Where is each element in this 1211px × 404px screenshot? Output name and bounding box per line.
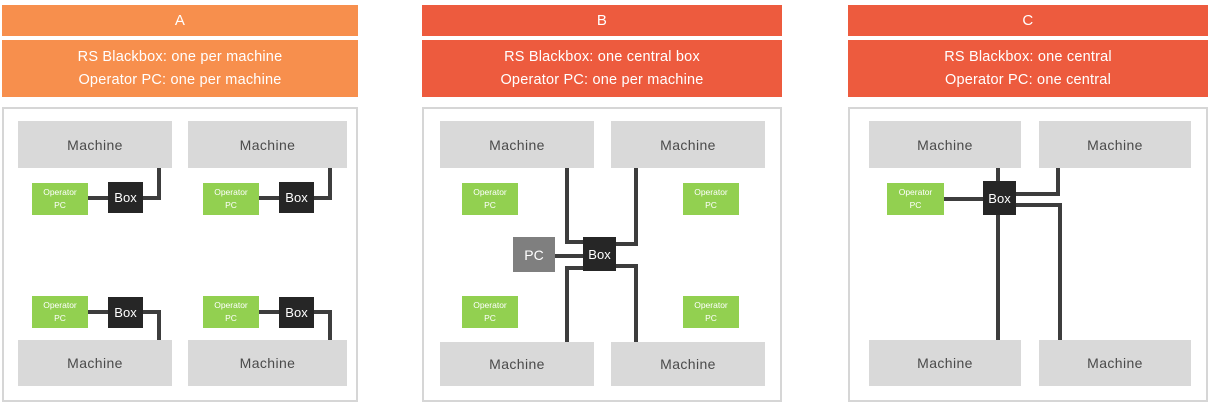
panel-c-subtitle-line2: Operator PC: one central bbox=[945, 71, 1111, 88]
panel-c-subtitle-line1: RS Blackbox: one central bbox=[944, 49, 1112, 66]
connector-line bbox=[259, 310, 279, 314]
operator-pc-label: PC bbox=[484, 200, 496, 210]
panel-b-header: B bbox=[422, 5, 782, 36]
connector-line bbox=[565, 168, 569, 244]
connector-line bbox=[1056, 168, 1060, 196]
connector-line bbox=[88, 310, 108, 314]
panel-b: B RS Blackbox: one central box Operator … bbox=[422, 5, 782, 402]
connector-line bbox=[88, 196, 108, 200]
connector-line bbox=[565, 266, 583, 270]
operator-pc-label: PC bbox=[705, 313, 717, 323]
operator-pc-label: PC bbox=[54, 200, 66, 210]
connector-line bbox=[143, 310, 161, 314]
panel-c-diagram: Machine Machine Machine Machine Operator… bbox=[848, 107, 1208, 402]
operator-pc-label: PC bbox=[54, 313, 66, 323]
machine-node: Machine bbox=[440, 342, 594, 386]
connector-line bbox=[1016, 192, 1060, 196]
connector-line bbox=[328, 168, 332, 200]
operator-pc-label: Operator bbox=[214, 299, 248, 310]
machine-node: Machine bbox=[188, 340, 347, 386]
operator-pc-label: PC bbox=[225, 200, 237, 210]
connector-line bbox=[616, 264, 638, 268]
machine-node: Machine bbox=[18, 340, 172, 386]
operator-pc-node: Operator PC bbox=[683, 296, 739, 328]
connector-line bbox=[565, 240, 583, 244]
blackbox-node: Box bbox=[108, 182, 143, 213]
operator-pc-label: PC bbox=[484, 313, 496, 323]
machine-node: Machine bbox=[611, 342, 765, 386]
machine-node: Machine bbox=[1039, 121, 1191, 168]
panel-c: C RS Blackbox: one central Operator PC: … bbox=[848, 5, 1208, 402]
machine-node: Machine bbox=[18, 121, 172, 168]
connector-line bbox=[157, 168, 161, 200]
operator-pc-node: Operator PC bbox=[462, 183, 518, 215]
connector-line bbox=[634, 264, 638, 342]
operator-pc-node: Operator PC bbox=[32, 183, 88, 215]
operator-pc-node: Operator PC bbox=[203, 296, 259, 328]
panel-c-subtitle: RS Blackbox: one central Operator PC: on… bbox=[848, 40, 1208, 97]
blackbox-node: Box bbox=[983, 181, 1016, 215]
panel-a: A RS Blackbox: one per machine Operator … bbox=[2, 5, 358, 402]
panel-b-subtitle-line2: Operator PC: one per machine bbox=[500, 71, 704, 88]
panel-a-header: A bbox=[2, 5, 358, 36]
machine-node: Machine bbox=[1039, 340, 1191, 386]
connector-line bbox=[143, 196, 161, 200]
operator-pc-label: Operator bbox=[43, 299, 77, 310]
connector-line bbox=[1016, 203, 1062, 207]
connector-line bbox=[996, 168, 1000, 181]
connector-line bbox=[555, 254, 583, 258]
operator-pc-label: Operator bbox=[473, 299, 507, 310]
connector-line bbox=[314, 310, 332, 314]
blackbox-node: Box bbox=[108, 297, 143, 328]
operator-pc-label: Operator bbox=[694, 299, 728, 310]
operator-pc-node: Operator PC bbox=[203, 183, 259, 215]
machine-node: Machine bbox=[440, 121, 594, 168]
operator-pc-label: Operator bbox=[43, 186, 77, 197]
panel-c-header: C bbox=[848, 5, 1208, 36]
operator-pc-label: Operator bbox=[214, 186, 248, 197]
panel-a-subtitle-line1: RS Blackbox: one per machine bbox=[77, 49, 283, 66]
operator-pc-label: PC bbox=[225, 313, 237, 323]
connector-line bbox=[328, 310, 332, 340]
panel-a-subtitle: RS Blackbox: one per machine Operator PC… bbox=[2, 40, 358, 97]
panel-b-subtitle-line1: RS Blackbox: one central box bbox=[504, 49, 700, 66]
operator-pc-label: Operator bbox=[898, 186, 933, 197]
operator-pc-label: PC bbox=[909, 200, 922, 210]
panel-b-subtitle: RS Blackbox: one central box Operator PC… bbox=[422, 40, 782, 97]
connector-line bbox=[565, 266, 569, 342]
machine-node: Machine bbox=[611, 121, 765, 168]
connector-line bbox=[944, 197, 983, 201]
operator-pc-node: Operator PC bbox=[462, 296, 518, 328]
connector-line bbox=[616, 242, 638, 246]
operator-pc-node: Operator PC bbox=[32, 296, 88, 328]
machine-node: Machine bbox=[869, 340, 1021, 386]
panel-a-subtitle-line2: Operator PC: one per machine bbox=[78, 71, 282, 88]
operator-pc-label: PC bbox=[705, 200, 717, 210]
connector-line bbox=[314, 196, 332, 200]
operator-pc-node: Operator PC bbox=[887, 183, 944, 215]
blackbox-node: Box bbox=[583, 237, 616, 271]
connector-line bbox=[1058, 203, 1062, 340]
blackbox-node: Box bbox=[279, 182, 314, 213]
machine-node: Machine bbox=[188, 121, 347, 168]
operator-pc-label: Operator bbox=[694, 186, 728, 197]
connector-line bbox=[259, 196, 279, 200]
central-pc-node: PC bbox=[513, 237, 555, 272]
connector-line bbox=[996, 215, 1000, 340]
machine-node: Machine bbox=[869, 121, 1021, 168]
operator-pc-node: Operator PC bbox=[683, 183, 739, 215]
connector-line bbox=[157, 310, 161, 340]
panel-b-diagram: Machine Machine Machine Machine Operator… bbox=[422, 107, 782, 402]
operator-pc-label: Operator bbox=[473, 186, 507, 197]
blackbox-node: Box bbox=[279, 297, 314, 328]
panel-a-diagram: Machine Machine Machine Machine Operator… bbox=[2, 107, 358, 402]
connector-line bbox=[634, 168, 638, 246]
